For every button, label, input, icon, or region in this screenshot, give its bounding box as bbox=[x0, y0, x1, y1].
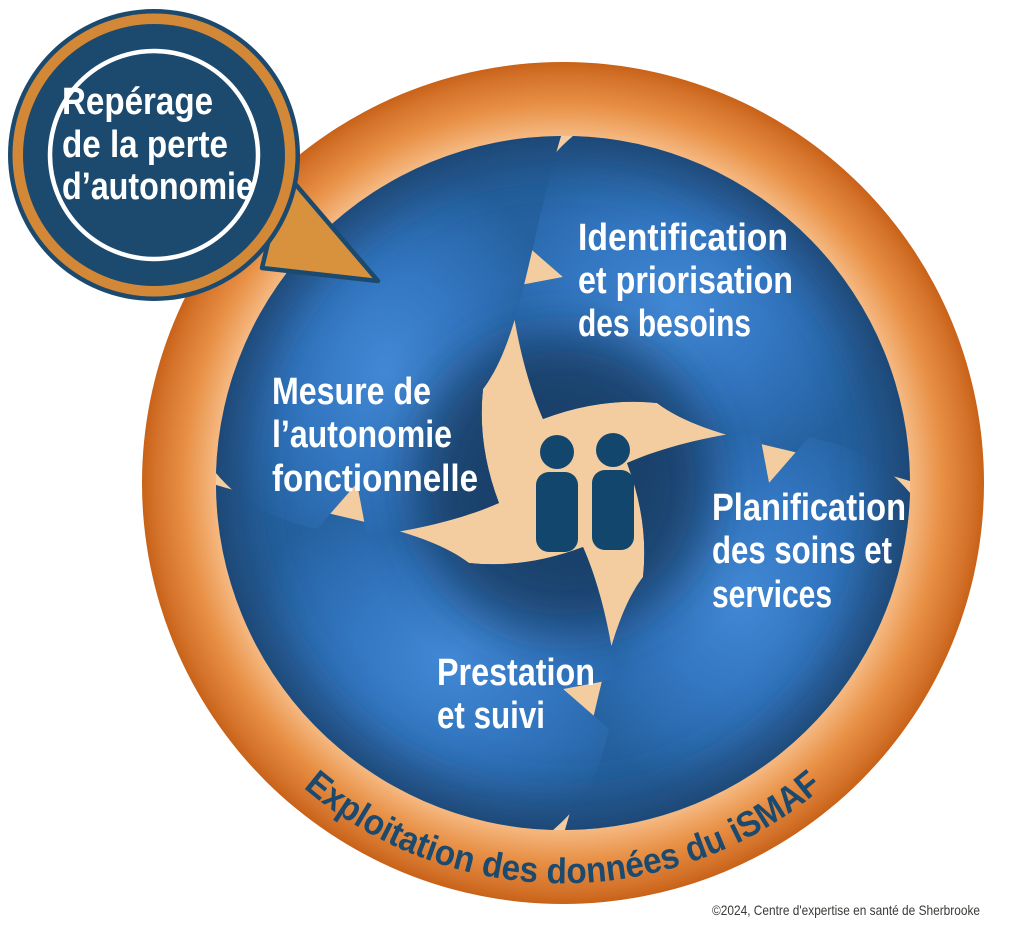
label-prestation-line2: et suivi bbox=[437, 695, 545, 737]
label-prestation-line1: Prestation bbox=[437, 652, 595, 694]
label-mesure-line1: Mesure de bbox=[272, 371, 431, 413]
label-planification-line3: services bbox=[712, 574, 832, 616]
badge-label-line2: de la perte bbox=[62, 124, 228, 166]
label-mesure-line2: l’autonomie bbox=[272, 414, 452, 456]
label-identification-line1: Identification bbox=[578, 217, 788, 259]
badge-navy-disc bbox=[23, 24, 285, 286]
callout-badge: Repérage de la perte d’autonomie bbox=[8, 9, 300, 301]
copyright-text: ©2024, Centre d'expertise en santé de Sh… bbox=[712, 902, 980, 918]
label-identification-line3: des besoins bbox=[578, 303, 751, 345]
badge-label-line3: d’autonomie bbox=[62, 166, 254, 208]
badge-label-line1: Repérage bbox=[62, 81, 213, 123]
label-planification-line1: Planification bbox=[712, 487, 906, 529]
label-planification-line2: des soins et bbox=[712, 530, 892, 572]
label-mesure-line3: fonctionnelle bbox=[272, 458, 478, 500]
badge-white-ring bbox=[47, 48, 261, 262]
label-identification-line2: et priorisation bbox=[578, 260, 793, 302]
segment-labels: Identification et priorisation des besoi… bbox=[272, 217, 906, 737]
